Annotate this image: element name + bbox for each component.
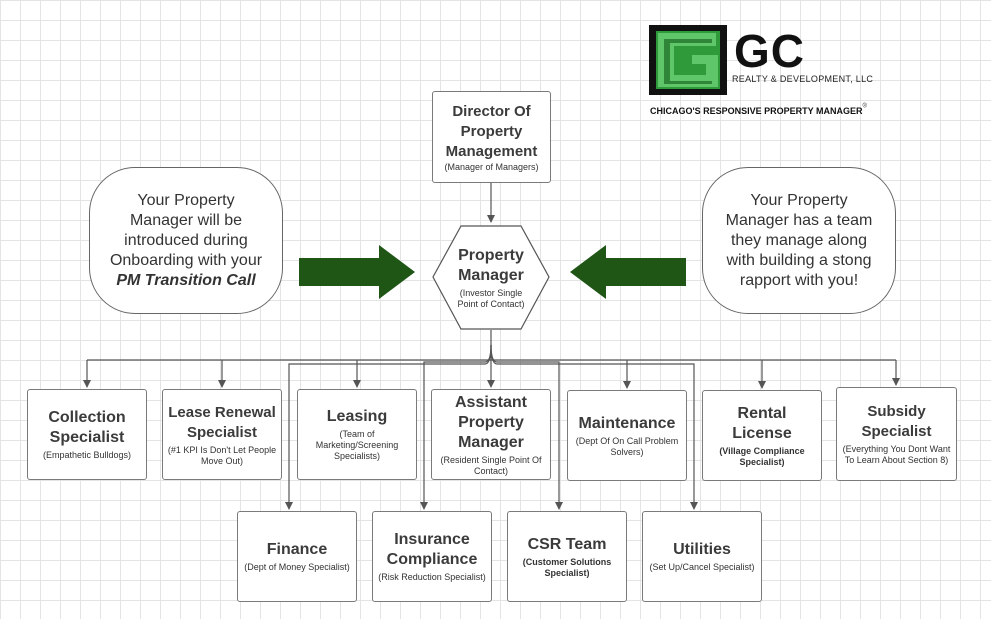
left-note-text: Your Property Manager will be introduced… — [109, 191, 263, 269]
box-subtitle: (Team of Marketing/Screening Specialists… — [315, 429, 399, 461]
registered-mark: ® — [862, 103, 867, 110]
box-subtitle: (Customer Solutions Specialist) — [522, 556, 612, 578]
box-subtitle: (Everything You Dont Want To Learn About… — [842, 444, 951, 465]
team-box-assistant-pm: Assistant Property Manager (Resident Sin… — [431, 389, 551, 480]
left-note-emphasis: PM Transition Call — [116, 271, 256, 289]
team-box-maintenance: Maintenance (Dept Of On Call Problem Sol… — [567, 390, 687, 481]
logo-tagline: CHICAGO'S RESPONSIVE PROPERTY MANAGER — [650, 106, 863, 116]
team-box-insurance: Insurance Compliance (Risk Reduction Spe… — [372, 511, 492, 602]
box-title: Utilities — [673, 541, 731, 558]
team-box-csr: CSR Team (Customer Solutions Specialist) — [507, 511, 627, 602]
team-box-finance: Finance (Dept of Money Specialist) — [237, 511, 357, 602]
team-box-collection: Collection Specialist (Empathetic Bulldo… — [27, 389, 147, 480]
box-subtitle: (Set Up/Cancel Specialist) — [649, 562, 755, 572]
box-title: Maintenance — [578, 414, 676, 432]
box-subtitle: (Village Compliance Specialist) — [719, 445, 805, 467]
left-pointing-arrow-icon — [570, 245, 686, 299]
box-subtitle: (Risk Reduction Specialist) — [378, 572, 486, 582]
right-note-bubble: Your Property Manager has a team they ma… — [702, 167, 896, 314]
box-title: Assistant Property Manager — [454, 393, 528, 451]
box-title: Rental License — [732, 404, 792, 442]
box-title: Insurance Compliance — [386, 531, 478, 568]
pm-title: Property Manager — [458, 246, 524, 284]
box-title: Finance — [266, 541, 328, 558]
box-subtitle: (Resident Single Point Of Contact) — [440, 454, 542, 476]
branch-utilities-line — [490, 344, 698, 510]
team-box-leasing: Leasing (Team of Marketing/Screening Spe… — [297, 389, 417, 480]
logo-company: REALTY & DEVELOPMENT, LLC — [732, 74, 874, 84]
left-note-bubble: Your Property Manager will be introduced… — [89, 167, 283, 314]
box-title: CSR Team — [527, 535, 607, 553]
box-title: Collection Specialist — [48, 409, 126, 446]
team-box-lease-renewal: Lease Renewal Specialist (#1 KPI Is Don'… — [162, 389, 282, 480]
box-title: Leasing — [326, 408, 388, 425]
box-subtitle: (#1 KPI Is Don't Let People Move Out) — [167, 444, 277, 466]
box-subtitle: (Dept of Money Specialist) — [244, 562, 350, 572]
gc-logo: GC REALTY & DEVELOPMENT, LLC CHICAGO'S R… — [646, 22, 896, 117]
right-note-text: Your Property Manager has a team they ma… — [725, 191, 873, 289]
director-subtitle: (Manager of Managers) — [444, 161, 539, 172]
pm-subtitle: (Investor Single Point of Contact) — [457, 287, 525, 309]
director-box: Director Of Property Management (Manager… — [432, 91, 551, 183]
box-title: Lease Renewal Specialist — [168, 403, 276, 441]
director-title: Director Of Property Management — [445, 102, 538, 160]
box-subtitle: (Empathetic Bulldogs) — [42, 450, 132, 460]
property-manager-hexagon: Property Manager (Investor Single Point … — [432, 225, 550, 330]
logo-letters: GC — [734, 25, 805, 77]
box-subtitle: (Dept Of On Call Problem Solvers) — [575, 435, 679, 457]
box-title: Subsidy Specialist — [861, 403, 932, 440]
team-box-subsidy: Subsidy Specialist (Everything You Dont … — [836, 387, 957, 481]
team-box-utilities: Utilities (Set Up/Cancel Specialist) — [642, 511, 762, 602]
team-box-rental-license: Rental License (Village Compliance Speci… — [702, 390, 822, 481]
right-pointing-arrow-icon — [299, 245, 415, 299]
